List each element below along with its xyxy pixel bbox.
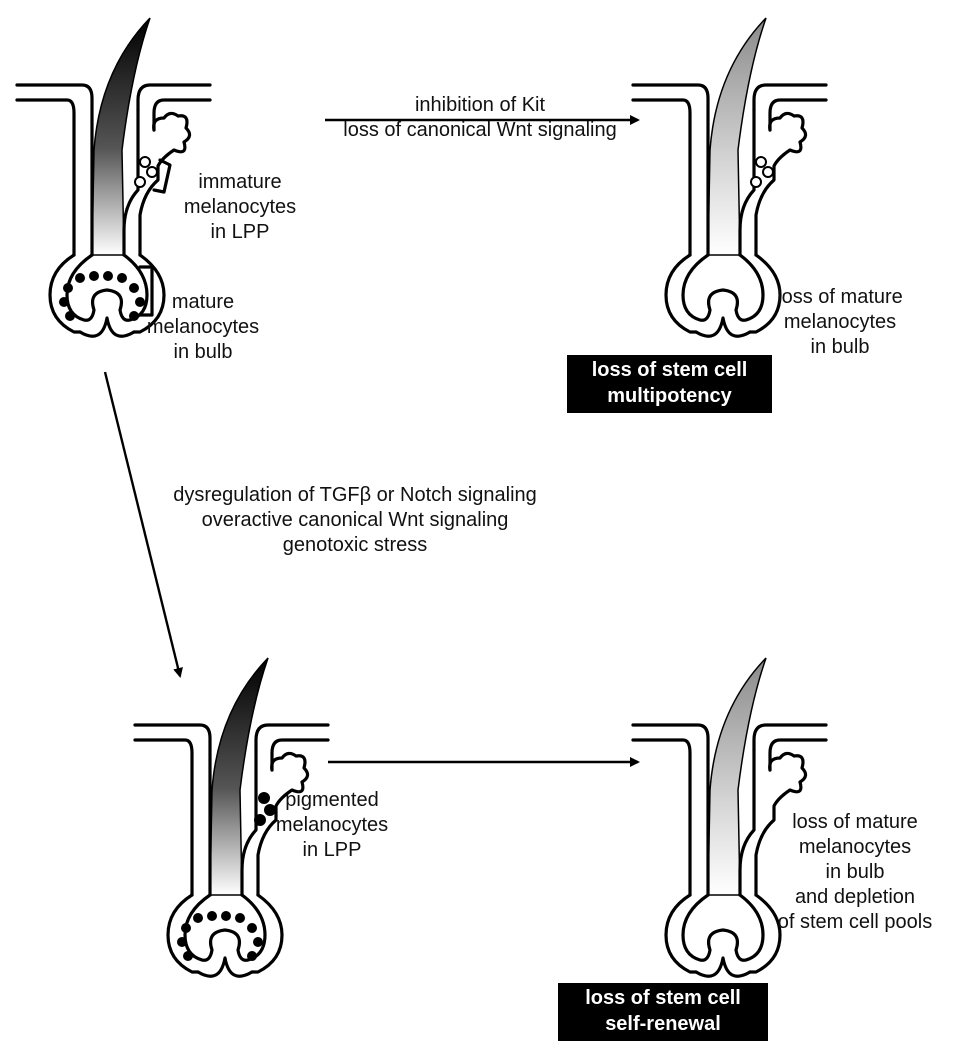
mature-melanocytes-bulb [177,911,263,961]
label-pigmented-line3: in LPP [302,839,362,861]
mature-melanocytes-bulb [59,271,145,321]
label-immature-line1: immature [198,171,282,193]
follicle-bottom-right [631,657,828,978]
label-mature-line2: melanocytes [146,316,260,338]
label-top-right-line3: in bulb [810,336,870,358]
label-mature-melanocytes: mature melanocytes in bulb [128,290,278,365]
outcome-multipotency-line2: multipotency [607,385,732,407]
arrow-diagonal-line1: dysregulation of TGFβ or Notch signaling [173,484,537,506]
bracket-mature [138,265,154,317]
hair-shaft-dark [209,657,269,896]
arrow-top-label: inhibition of Kit loss of canonical Wnt … [280,93,680,143]
arrow-diagonal-line2: overactive canonical Wnt signaling [201,509,509,531]
outcome-multipotency-line1: loss of stem cell [591,359,748,381]
label-bottom-right-line4: and depletion [794,886,916,908]
label-bottom-right-line3: in bulb [825,861,885,883]
outcome-box-self-renewal: loss of stem cell self-renewal [558,983,768,1041]
hair-shaft-light [707,17,767,256]
arrow-diagonal [103,371,183,678]
arrow-diagonal-label: dysregulation of TGFβ or Notch signaling… [120,483,590,558]
arrow-top-label-line1: inhibition of Kit [414,94,546,116]
arrow-top-label-line2: loss of canonical Wnt signaling [343,119,617,141]
label-bottom-right-bulb: loss of mature melanocytes in bulb and d… [755,810,955,935]
label-immature-line2: melanocytes [183,196,297,218]
label-top-right-line2: melanocytes [783,311,897,333]
label-top-right-bulb: loss of mature melanocytes in bulb [755,285,925,360]
label-immature-line3: in LPP [210,221,270,243]
label-pigmented-line2: melanocytes [275,814,389,836]
label-top-right-line1: loss of mature [777,286,903,308]
immature-melanocytes-lpp [750,156,774,188]
outcome-self-renewal-line1: loss of stem cell [585,987,741,1009]
label-pigmented-line1: pigmented [285,789,379,811]
pigmented-melanocytes-lpp [254,792,276,826]
follicle-top-right [631,17,828,338]
follicle-top-left [15,17,212,338]
label-bottom-right-line5: of stem cell pools [777,911,933,933]
hair-shaft-light [707,657,767,896]
label-bottom-right-line1: loss of mature [792,811,918,833]
label-mature-line3: in bulb [173,341,233,363]
outcome-self-renewal-line2: self-renewal [605,1013,721,1035]
follicle-bottom-left [133,657,330,978]
bracket-immature [152,158,172,194]
label-immature-melanocytes: immature melanocytes in LPP [165,170,315,245]
label-mature-line1: mature [171,291,235,313]
label-bottom-right-line2: melanocytes [798,836,912,858]
label-pigmented-melanocytes: pigmented melanocytes in LPP [262,788,402,863]
hair-shaft-dark [91,17,151,256]
arrow-diagonal-line3: genotoxic stress [282,534,428,556]
outcome-box-multipotency: loss of stem cell multipotency [567,355,772,413]
immature-melanocytes-lpp [134,156,158,188]
